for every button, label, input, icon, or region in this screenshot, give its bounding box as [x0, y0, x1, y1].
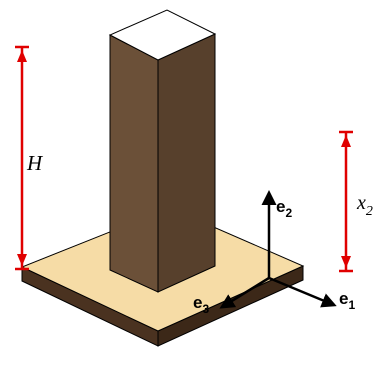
- e1-label: e1: [339, 289, 355, 312]
- column-side-face: [157, 33, 216, 293]
- e2-label: e2: [276, 197, 292, 220]
- height-dimension: [15, 45, 29, 271]
- e3-label: e3: [193, 293, 209, 316]
- column-front-face: [109, 34, 159, 293]
- column: [108, 9, 217, 293]
- height-label: H: [26, 151, 44, 175]
- coordinate-axes: [219, 190, 337, 309]
- x2-dimension: [339, 130, 353, 273]
- e3-axis-line: [219, 276, 270, 309]
- x2-label: x2: [356, 192, 373, 219]
- column-top-face: [108, 9, 217, 61]
- e1-axis-line: [268, 276, 337, 308]
